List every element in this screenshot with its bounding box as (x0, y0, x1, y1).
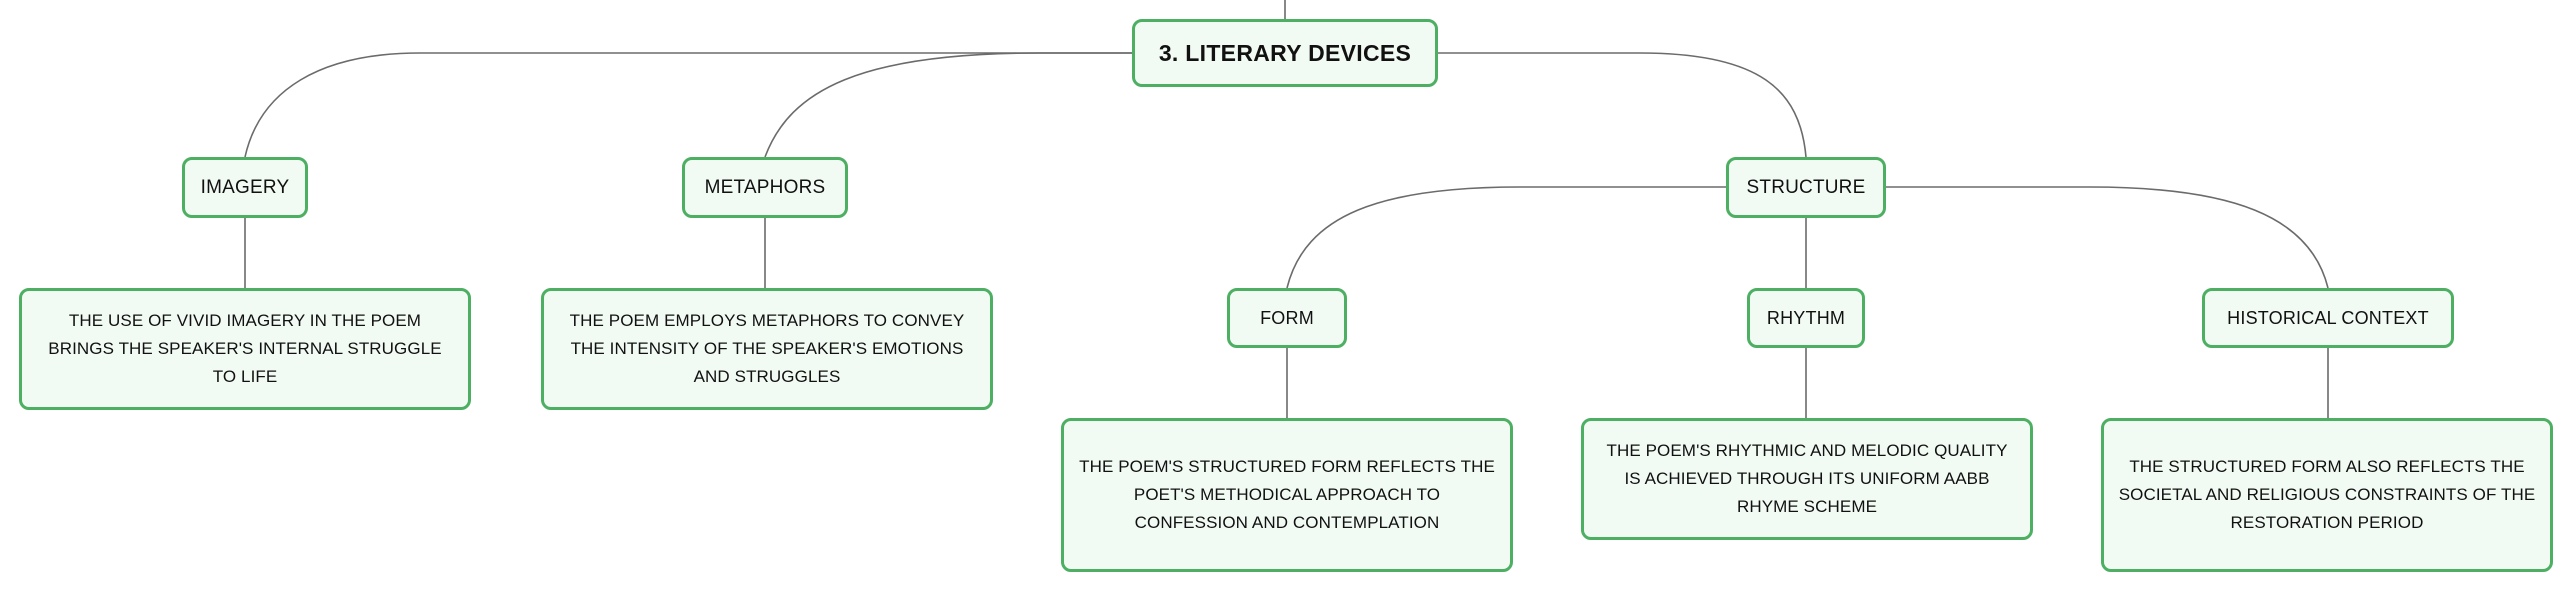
sub-node-label: RHYTHM (1766, 307, 1846, 328)
branch-node-label: IMAGERY (200, 176, 290, 198)
branch-node-metaphors[interactable]: METAPHORS (682, 157, 848, 218)
description-text: THE POEM EMPLOYS METAPHORS TO CONVEY THE… (569, 311, 965, 386)
connector-root-to-imagery (244, 52, 1132, 158)
description-text: THE STRUCTURED FORM ALSO REFLECTS THE SO… (2118, 457, 2536, 532)
sub-node-historical-context[interactable]: HISTORICAL CONTEXT (2202, 288, 2454, 348)
description-text: THE USE OF VIVID IMAGERY IN THE POEM BRI… (48, 311, 442, 386)
connector-structure-to-historical-context (1886, 186, 2329, 289)
description-node-rhythm[interactable]: THE POEM'S RHYTHMIC AND MELODIC QUALITY … (1581, 418, 2033, 540)
connector-root-to-structure (1438, 52, 1807, 158)
branch-node-imagery[interactable]: IMAGERY (182, 157, 308, 218)
description-node-form[interactable]: THE POEM'S STRUCTURED FORM REFLECTS THE … (1061, 418, 1513, 572)
description-node-imagery[interactable]: THE USE OF VIVID IMAGERY IN THE POEM BRI… (19, 288, 471, 410)
sub-node-label: HISTORICAL CONTEXT (2227, 307, 2429, 328)
sub-node-form[interactable]: FORM (1227, 288, 1347, 348)
connector-root-to-metaphors (764, 52, 1132, 158)
sub-node-rhythm[interactable]: RHYTHM (1747, 288, 1865, 348)
branch-node-label: STRUCTURE (1746, 176, 1866, 198)
description-text: THE POEM'S STRUCTURED FORM REFLECTS THE … (1079, 457, 1495, 532)
description-text: THE POEM'S RHYTHMIC AND MELODIC QUALITY … (1606, 441, 2008, 516)
root-node-label: 3. LITERARY DEVICES (1158, 39, 1412, 66)
branch-node-label: METAPHORS (704, 176, 826, 198)
branch-node-structure[interactable]: STRUCTURE (1726, 157, 1886, 218)
root-node[interactable]: 3. LITERARY DEVICES (1132, 19, 1438, 87)
sub-node-label: FORM (1260, 307, 1314, 328)
description-node-historical-context[interactable]: THE STRUCTURED FORM ALSO REFLECTS THE SO… (2101, 418, 2553, 572)
connector-structure-to-form (1286, 186, 1726, 289)
description-node-metaphors[interactable]: THE POEM EMPLOYS METAPHORS TO CONVEY THE… (541, 288, 993, 410)
